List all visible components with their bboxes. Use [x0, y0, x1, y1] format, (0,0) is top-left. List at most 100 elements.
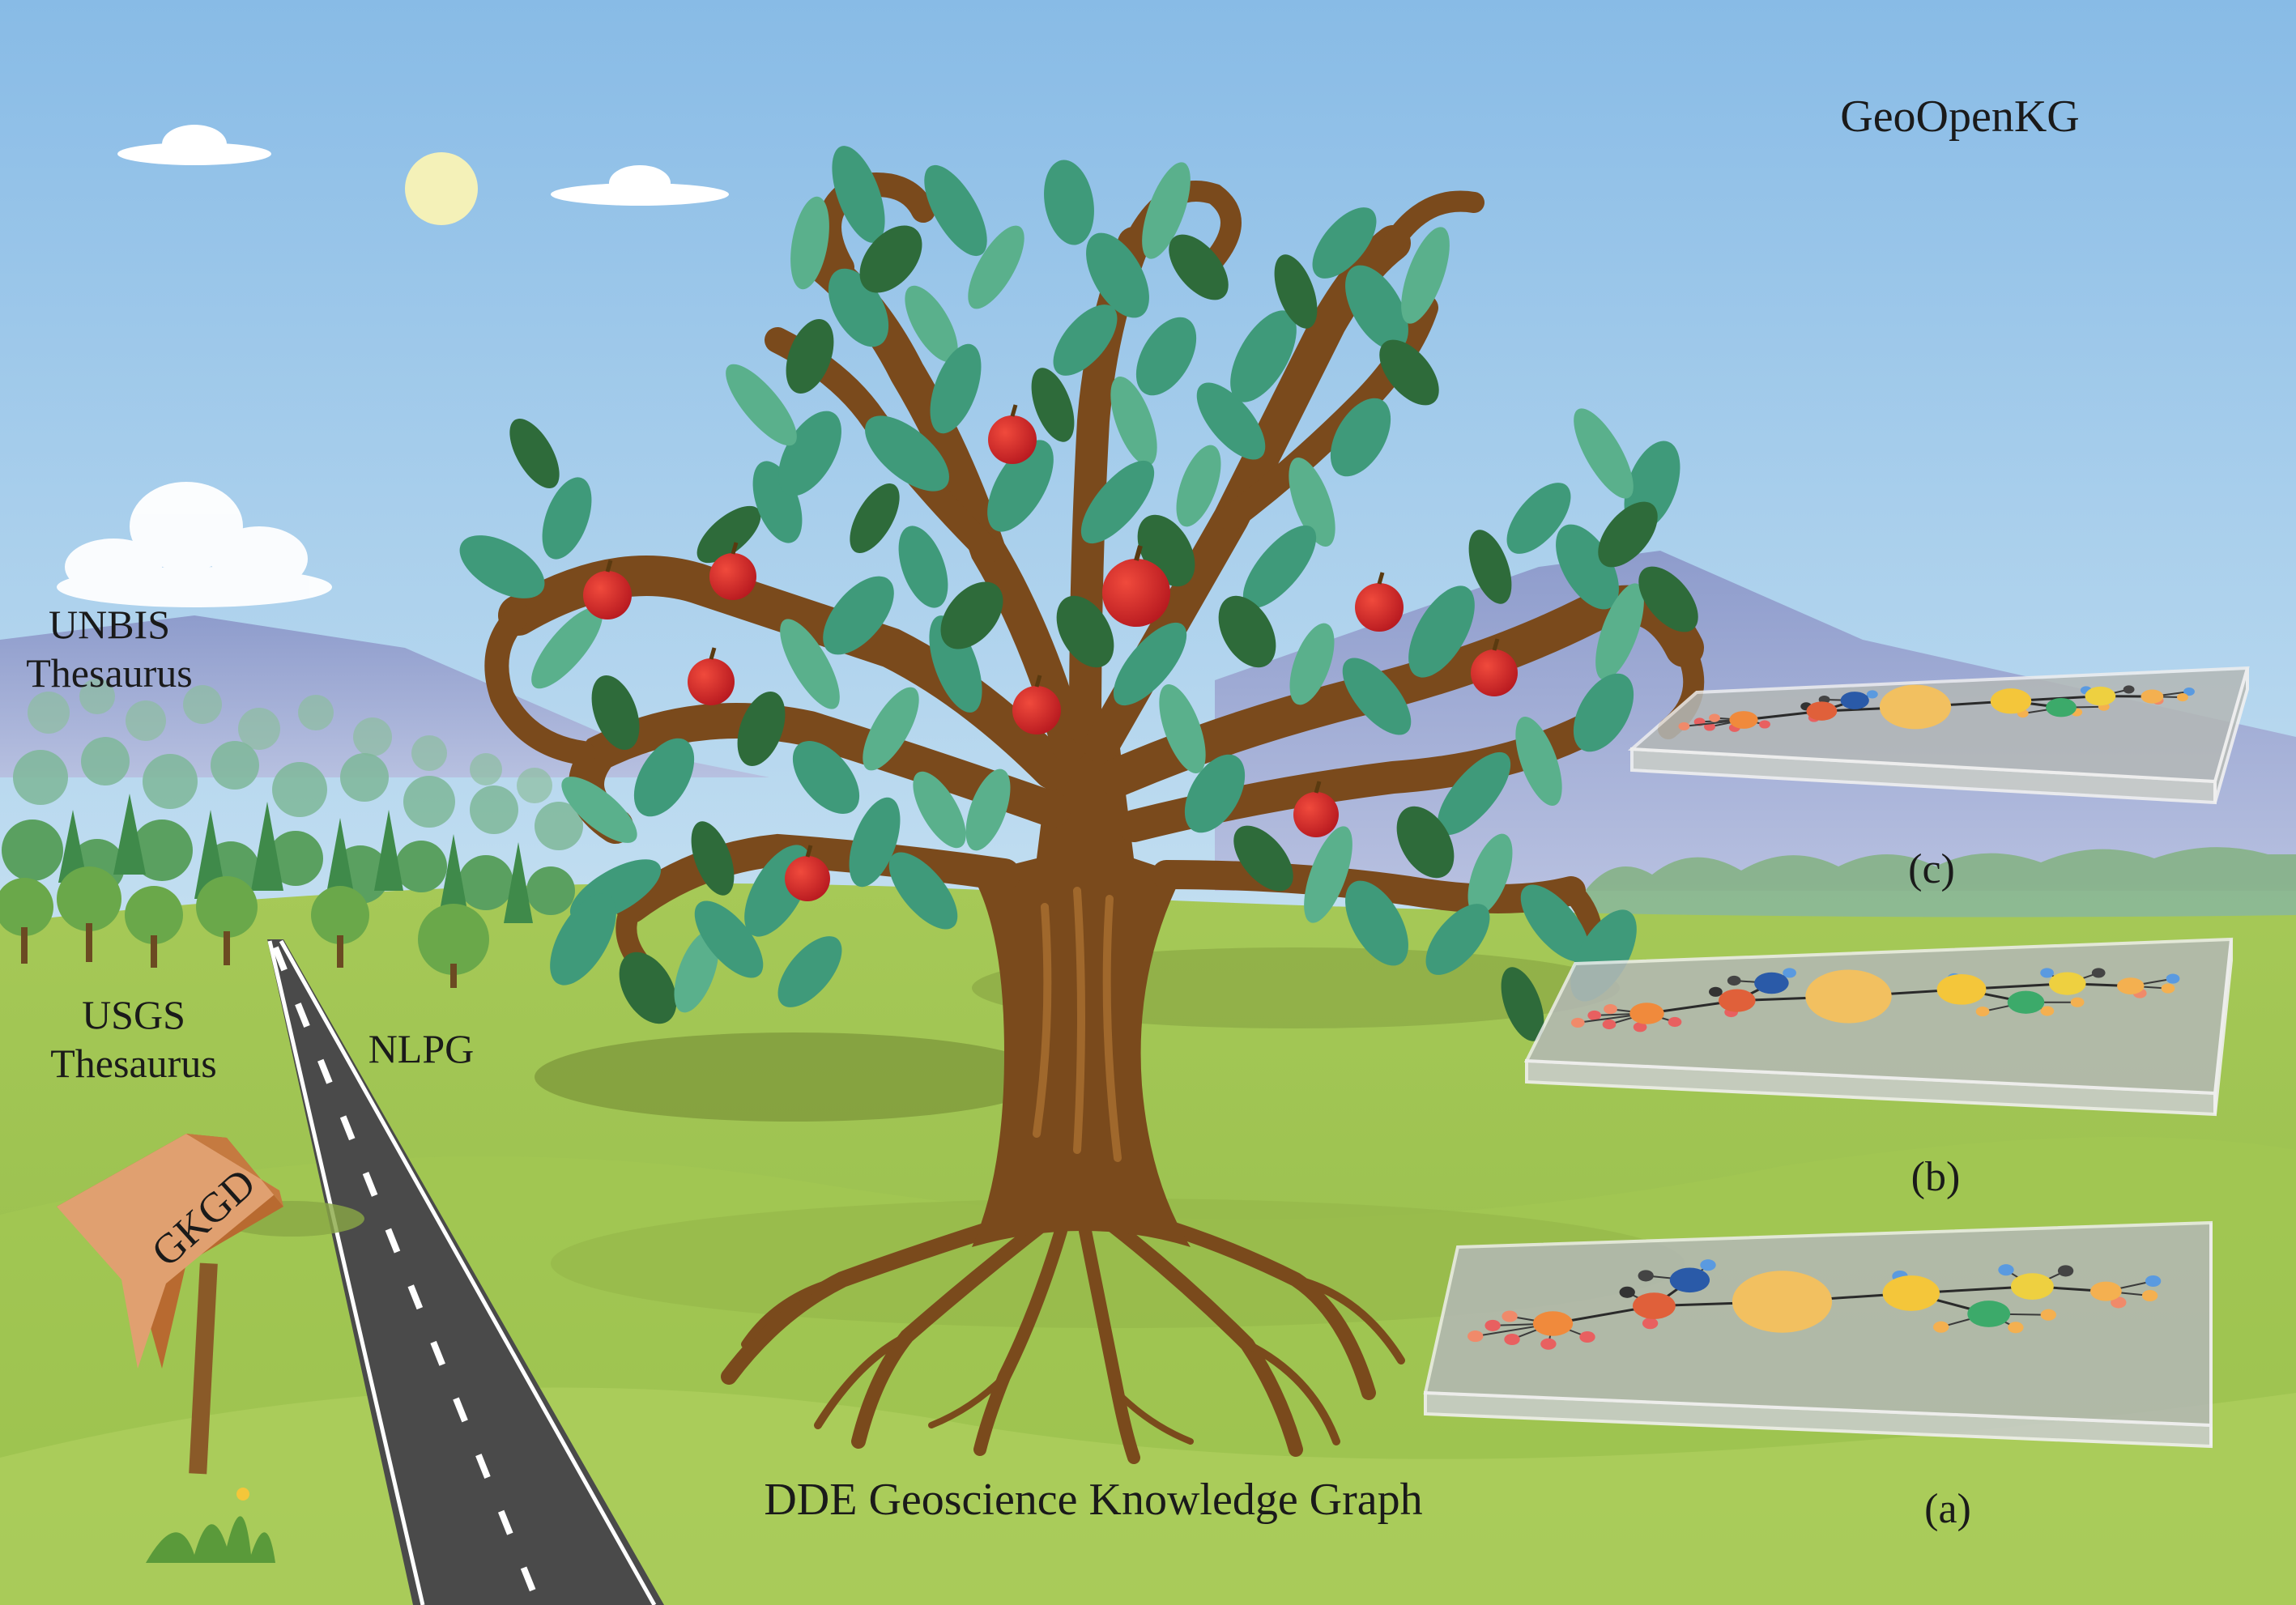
- leaf: [929, 615, 982, 713]
- title-geoopenkg: GeoOpenKG: [1840, 92, 2079, 142]
- leaf: [1169, 234, 1229, 300]
- leaf: [1289, 457, 1335, 547]
- leaf: [832, 146, 885, 243]
- leaf: [924, 164, 987, 257]
- leaf: [1176, 445, 1221, 527]
- leaf: [1142, 162, 1191, 259]
- grass-tuft: [146, 1516, 275, 1563]
- leaf: [531, 607, 603, 689]
- leaf: [509, 419, 560, 488]
- leaf: [823, 576, 894, 655]
- forest: [0, 679, 583, 988]
- sun-icon: [405, 152, 478, 225]
- leaf: [1467, 833, 1513, 916]
- leaf: [1506, 483, 1571, 554]
- leaf: [674, 930, 719, 1013]
- leaf: [1437, 751, 1511, 836]
- leaf: [1342, 658, 1412, 735]
- cloud-icon: [551, 165, 729, 206]
- leaf: [542, 477, 592, 560]
- leaf: [1574, 408, 1634, 499]
- leaf: [694, 900, 764, 978]
- leaf: [1345, 880, 1408, 966]
- leaf: [1330, 398, 1391, 477]
- leaf: [1053, 304, 1118, 376]
- leaf: [1086, 232, 1149, 318]
- knowledge-graph-layers: [1423, 666, 2250, 1449]
- leaf: [1044, 160, 1094, 245]
- leaf: [1304, 826, 1352, 923]
- label-layer-a: (a): [1924, 1486, 1971, 1532]
- apple-icon: [1102, 545, 1170, 627]
- leaf: [780, 619, 840, 709]
- leaf: [1396, 806, 1455, 879]
- leaf: [1401, 227, 1450, 324]
- leaf: [905, 285, 958, 363]
- leaf: [696, 505, 761, 564]
- trunk-texture: [1033, 887, 1122, 1162]
- leaf: [913, 771, 966, 849]
- signpost-icon: GKGD: [57, 1134, 283, 1475]
- leaf: [930, 343, 982, 434]
- leaf: [459, 535, 545, 598]
- leaf: [792, 741, 860, 814]
- leaf: [633, 738, 695, 817]
- leaf: [965, 768, 1011, 851]
- leaf: [1556, 524, 1619, 610]
- apple-icon: [583, 560, 632, 619]
- leaf: [1113, 622, 1187, 706]
- apple-icon: [1355, 572, 1404, 632]
- tree-apples: [583, 404, 1518, 901]
- label-unbis-line2: Thesaurus: [26, 650, 193, 696]
- apple-icon: [1293, 781, 1339, 837]
- apple-icon: [1471, 638, 1518, 696]
- leaf: [1573, 673, 1634, 752]
- leaf: [1242, 525, 1317, 609]
- leaf: [1501, 967, 1544, 1041]
- flower: [236, 1488, 249, 1501]
- leaf: [1598, 501, 1658, 568]
- leaf: [1379, 339, 1439, 406]
- leaf: [850, 483, 900, 553]
- leaf: [1080, 460, 1155, 544]
- leaf: [968, 225, 1024, 309]
- leaf: [865, 415, 949, 492]
- leaf: [591, 675, 640, 750]
- leaf: [1289, 623, 1335, 705]
- label-layer-c: (c): [1908, 846, 1955, 892]
- leaf: [726, 364, 797, 446]
- leaf: [1230, 310, 1297, 402]
- label-tree: DDE Geoscience Knowledge Graph: [764, 1475, 1422, 1525]
- tree-leaves: [459, 146, 1698, 1041]
- leaf: [1135, 317, 1197, 396]
- apple-icon: [1012, 675, 1061, 734]
- leaf: [1184, 754, 1246, 833]
- leaf: [1056, 595, 1114, 668]
- leaf: [1515, 716, 1562, 807]
- road-edge: [279, 939, 657, 1605]
- leaf: [1468, 530, 1512, 604]
- leaf: [1031, 368, 1075, 442]
- cloud-icon: [117, 125, 271, 165]
- leaf: [1159, 683, 1206, 774]
- tree-shadow: [535, 1032, 1053, 1122]
- leaf: [1408, 585, 1475, 678]
- leaf: [940, 581, 1003, 649]
- tree-roots: [721, 1207, 1405, 1464]
- leaf: [777, 936, 842, 1007]
- leaf: [1110, 376, 1157, 466]
- leaf: [561, 777, 637, 843]
- label-layer-b: (b): [1911, 1154, 1961, 1200]
- leaf: [1312, 207, 1377, 279]
- leaf: [987, 440, 1054, 532]
- leaf: [550, 893, 616, 986]
- leaf: [849, 797, 901, 888]
- leaf: [859, 225, 922, 293]
- leaf: [1345, 265, 1408, 351]
- leaf: [1425, 904, 1490, 975]
- leaf: [863, 687, 919, 771]
- road-edge: [267, 940, 425, 1605]
- leaf: [888, 852, 958, 930]
- mountain-left: [0, 615, 769, 777]
